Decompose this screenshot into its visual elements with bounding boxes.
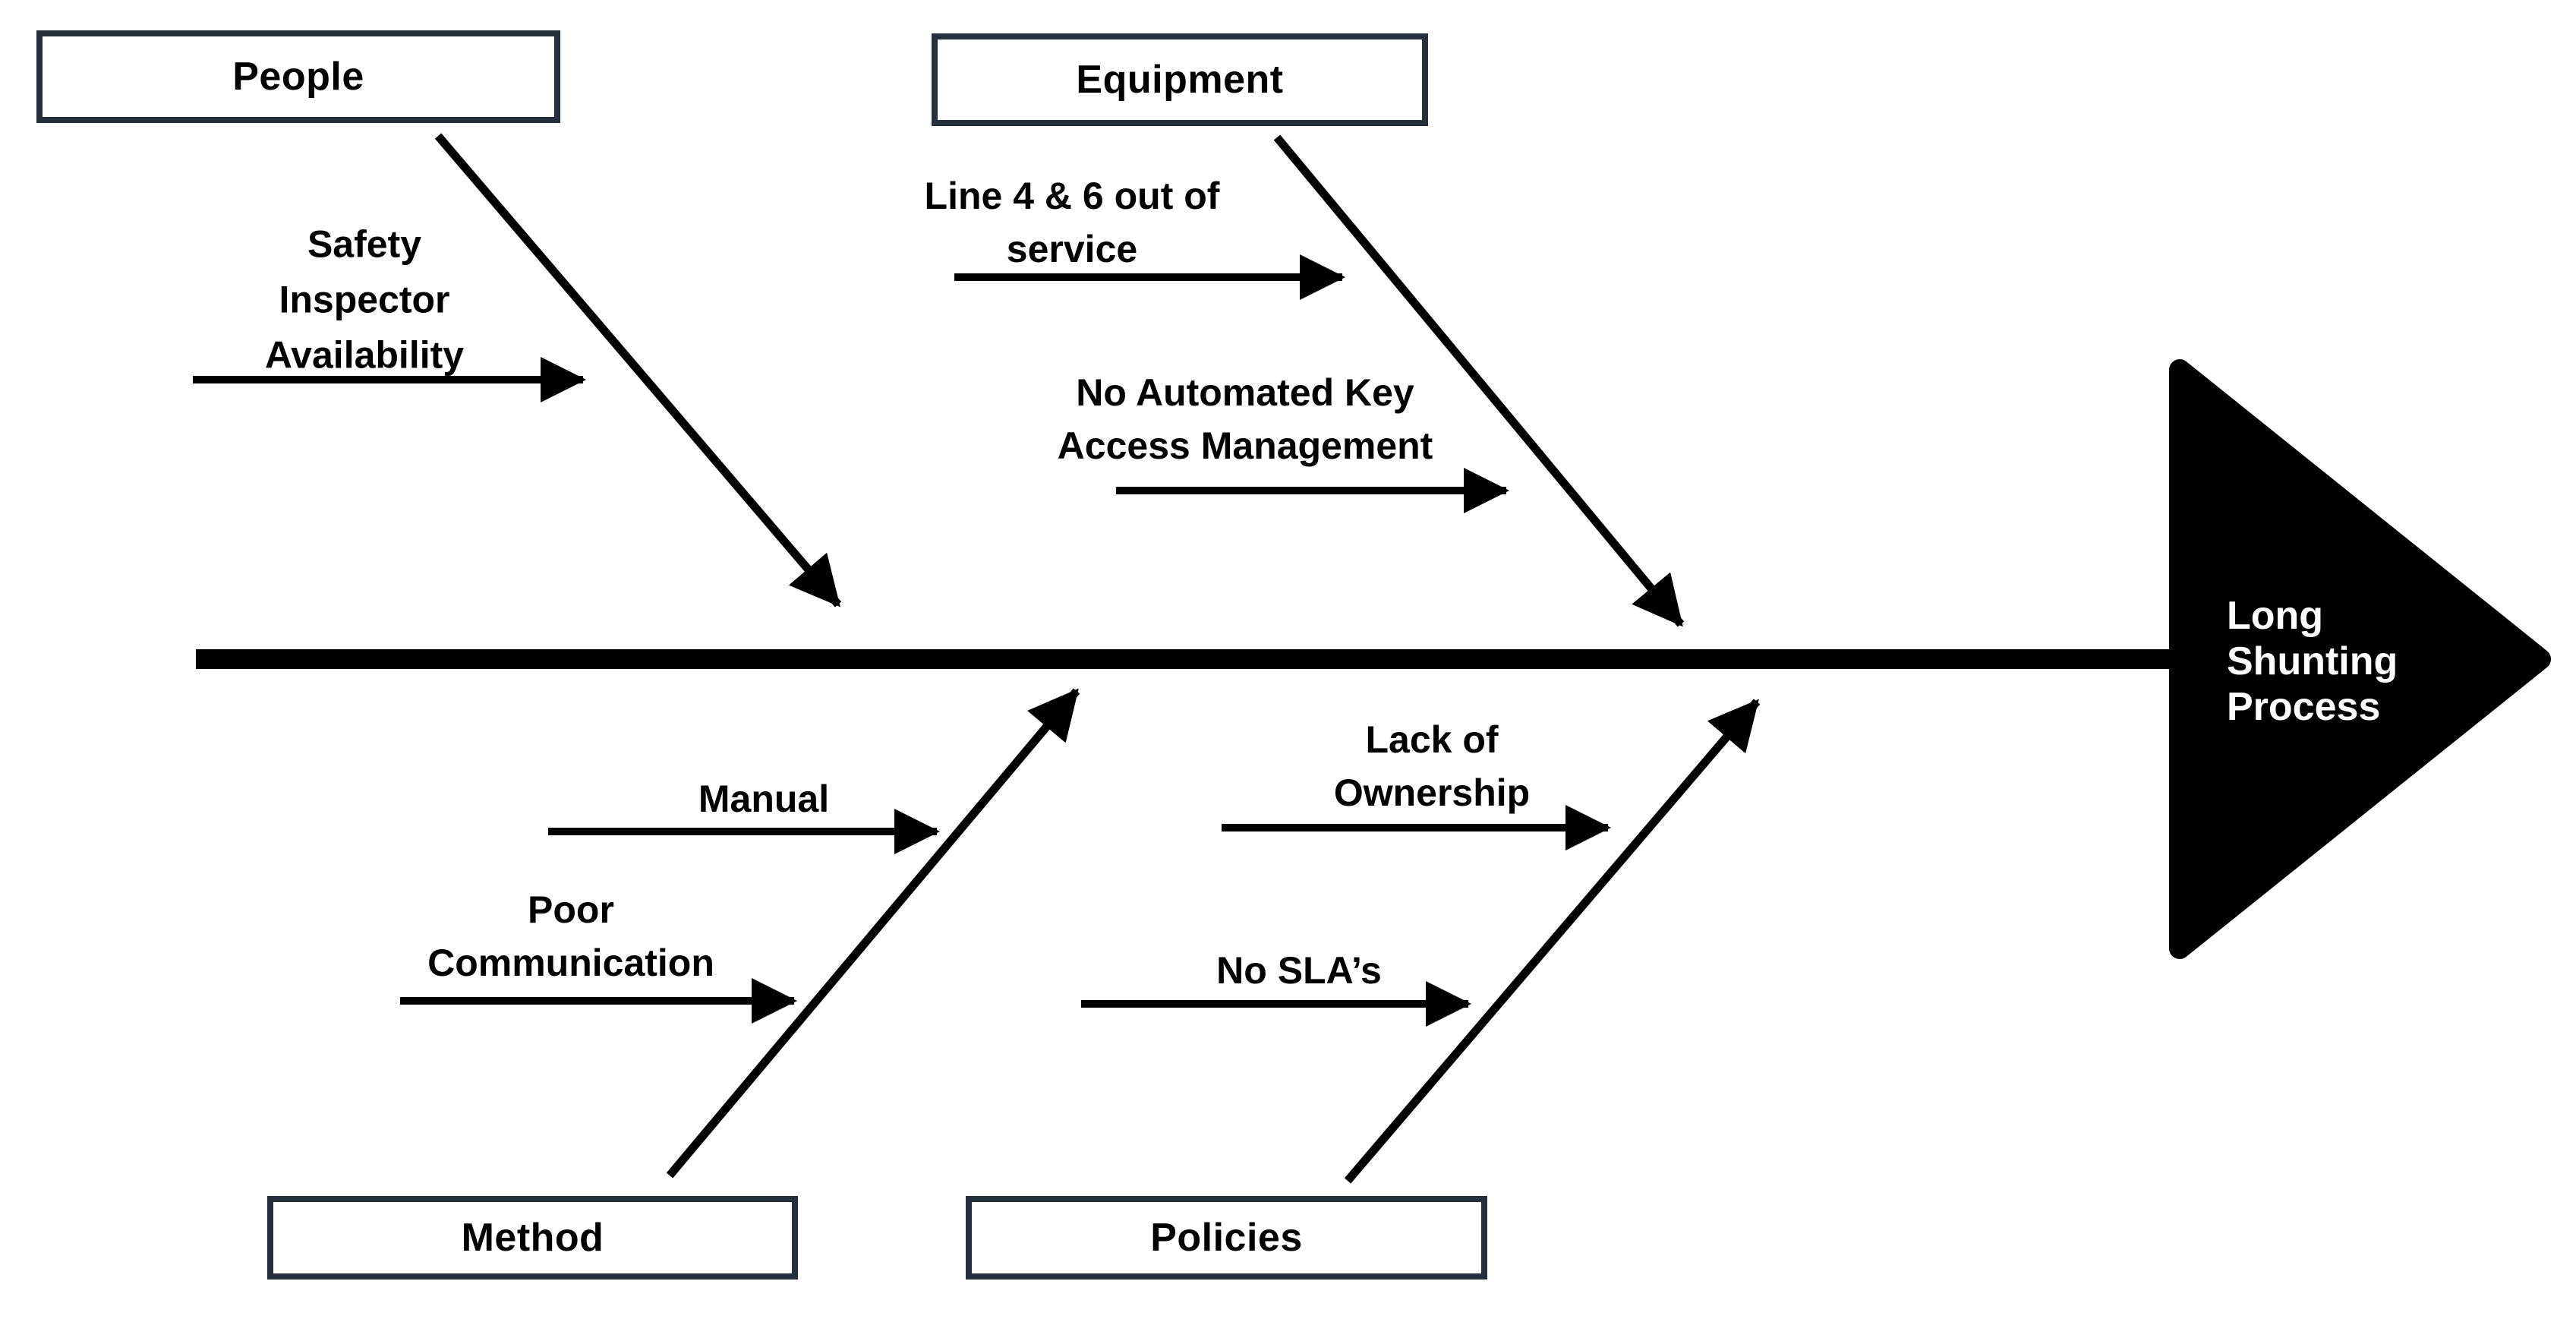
bone-policies [1344,699,1761,1184]
effect-arrow-icon [2169,359,2551,959]
category-label-policies: Policies [1150,1216,1303,1260]
category-label-equipment: Equipment [1076,58,1284,102]
cause-label-manual: Manual [698,778,830,820]
bone-equipment [1273,134,1685,627]
cause-label-no-automated-key-access: No Automated Key Access Management [1057,371,1433,467]
cause-label-poor-communication: Poor Communication [427,888,714,984]
category-box-equipment: Equipment [932,33,1428,126]
bone-people [434,133,842,607]
cause-label-safety-inspector-availability: Safety Inspector Availability [264,222,465,377]
category-label-method: Method [461,1216,604,1260]
effect-label: Long Shunting Process [2227,594,2398,729]
category-box-policies: Policies [966,1196,1487,1280]
cause-label-line-4-6-out-of-service: Line 4 & 6 out of service [924,175,1220,270]
category-box-method: Method [267,1196,798,1280]
category-label-people: People [232,55,364,99]
bone-method [666,688,1080,1179]
cause-label-lack-of-ownership: Lack of Ownership [1333,718,1531,814]
category-box-people: People [36,30,560,123]
cause-label-no-slas: No SLA’s [1216,949,1382,992]
